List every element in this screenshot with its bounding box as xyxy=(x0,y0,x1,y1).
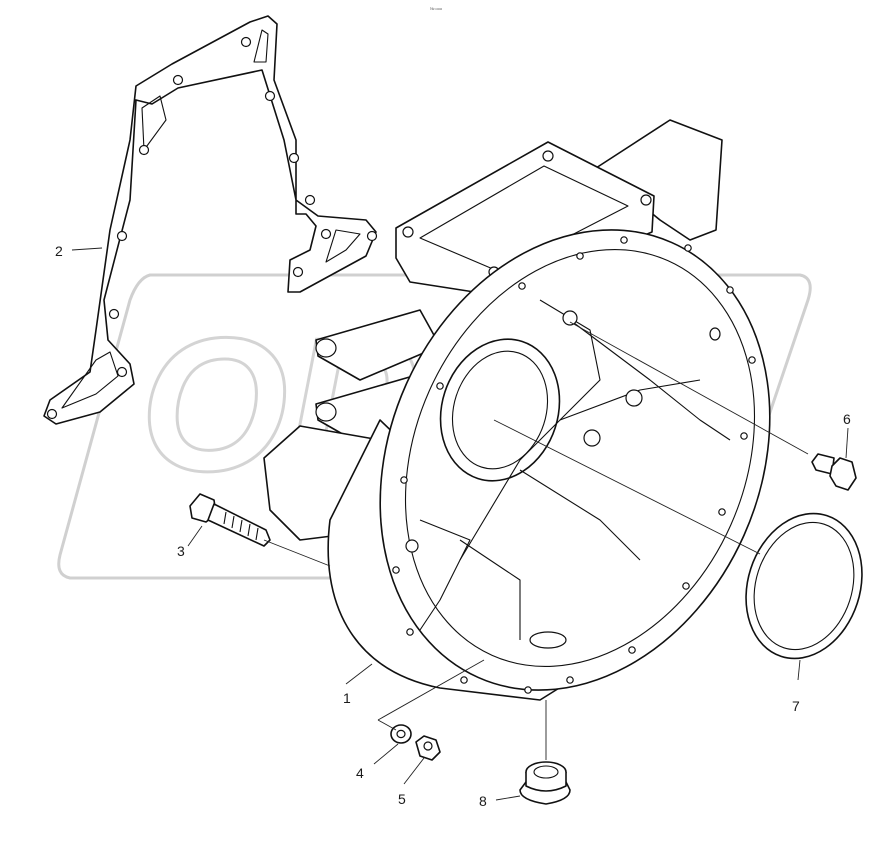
callout-8: 8 xyxy=(479,793,487,809)
leader-lines xyxy=(71,247,849,801)
washer-part-4 xyxy=(390,724,412,744)
header-mark: № ooo xyxy=(430,6,443,11)
callout-2: 2 xyxy=(55,243,63,259)
gasket-part-2 xyxy=(43,15,378,425)
callout-7: 7 xyxy=(792,698,800,714)
cover-plug-part-8 xyxy=(519,761,571,805)
callout-5: 5 xyxy=(398,791,406,807)
nut-part-5 xyxy=(415,735,441,761)
callout-4: 4 xyxy=(356,765,364,781)
callout-3: 3 xyxy=(177,543,185,559)
seal-ring-part-7 xyxy=(745,512,863,660)
plug-part-6 xyxy=(811,453,857,491)
callout-1: 1 xyxy=(343,690,351,706)
bolt-part-3 xyxy=(189,493,271,547)
callout-6: 6 xyxy=(843,411,851,427)
flywheel-housing-part-1 xyxy=(263,119,771,701)
